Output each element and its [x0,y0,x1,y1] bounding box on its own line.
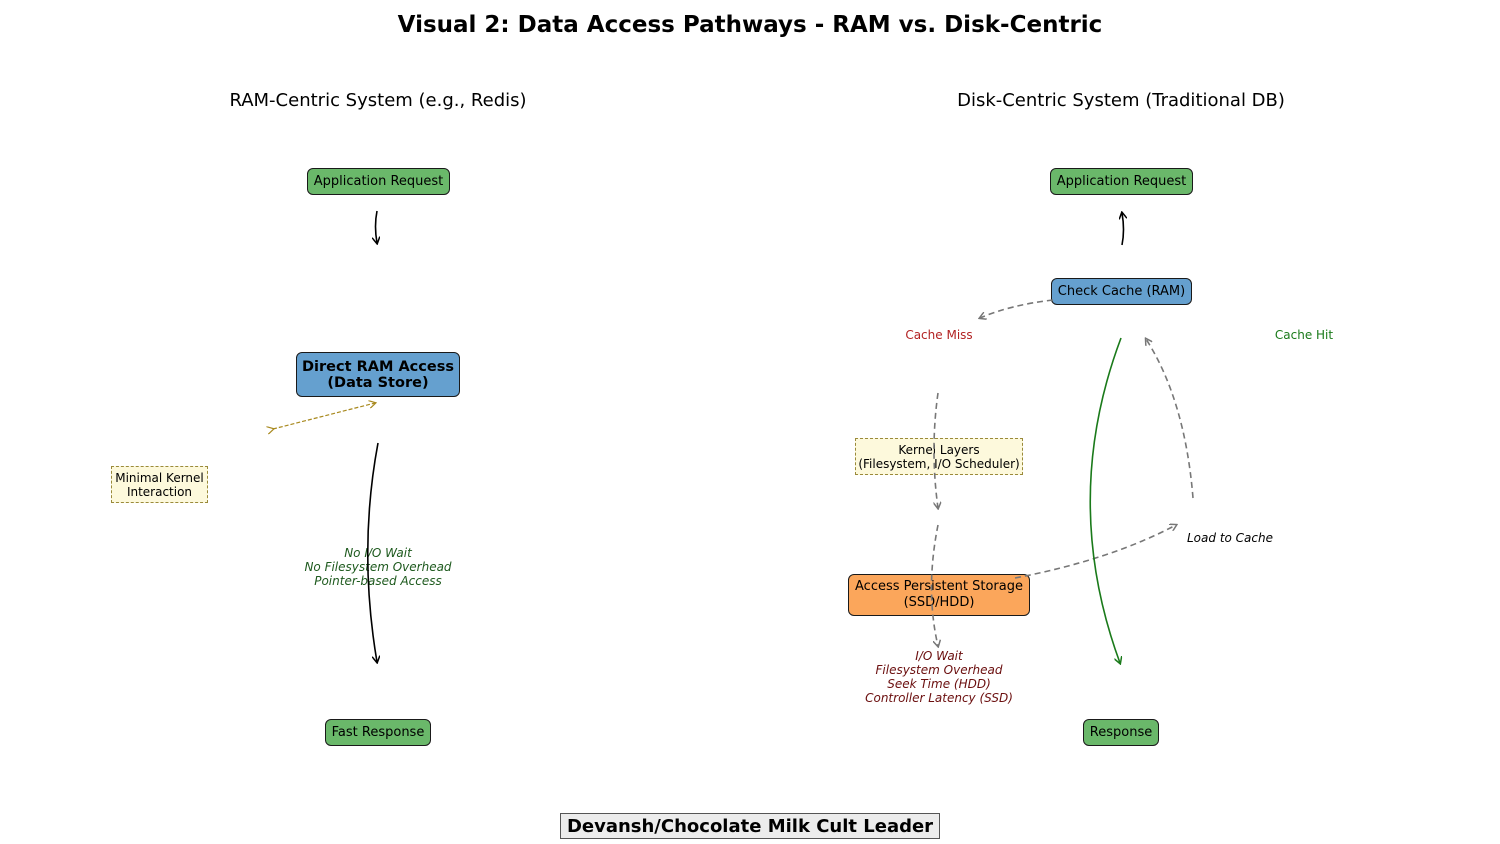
ram-centric-heading: RAM-Centric System (e.g., Redis) [229,90,527,111]
direct-ram-access-box: Direct RAM Access (Data Store) [296,352,460,397]
arrow-kernel-to-storage [930,524,939,646]
persistent-storage-box: Access Persistent Storage (SSD/HDD) [848,574,1030,616]
arrow-kernel-interaction [273,403,375,429]
response-box: Response [1083,719,1159,746]
arrow-cache-miss [980,299,1054,318]
load-to-cache-label: Load to Cache [1187,531,1273,545]
arrow-ram-to-response [366,442,378,662]
check-cache-box: Check Cache (RAM) [1051,278,1192,305]
minimal-kernel-note: Minimal Kernel Interaction [111,466,208,503]
arrow-cache-to-request [1122,213,1124,246]
diagram-title: Visual 2: Data Access Pathways - RAM vs.… [397,12,1103,38]
disk-centric-heading: Disk-Centric System (Traditional DB) [957,90,1285,111]
kernel-layers-note: Kernel Layers (Filesystem, I/O Scheduler… [855,438,1023,475]
arrow-miss-to-kernel [934,392,938,508]
arrow-storage-to-load [1014,525,1176,579]
ram-benefits-text: No I/O Wait No Filesystem Overhead Point… [304,546,452,588]
cache-hit-label: Cache Hit [1274,328,1334,342]
cache-miss-label: Cache Miss [905,328,973,342]
arrow-load-to-cache [1146,339,1194,499]
right-application-request-box: Application Request [1050,168,1193,195]
disk-costs-text: I/O Wait Filesystem Overhead Seek Time (… [865,649,1013,705]
arrow-request-to-ram [376,210,378,243]
author-credit: Devansh/Chocolate Milk Cult Leader [560,813,940,839]
arrow-cache-hit-to-response [1089,337,1121,663]
fast-response-box: Fast Response [325,719,431,746]
left-application-request-box: Application Request [307,168,450,195]
